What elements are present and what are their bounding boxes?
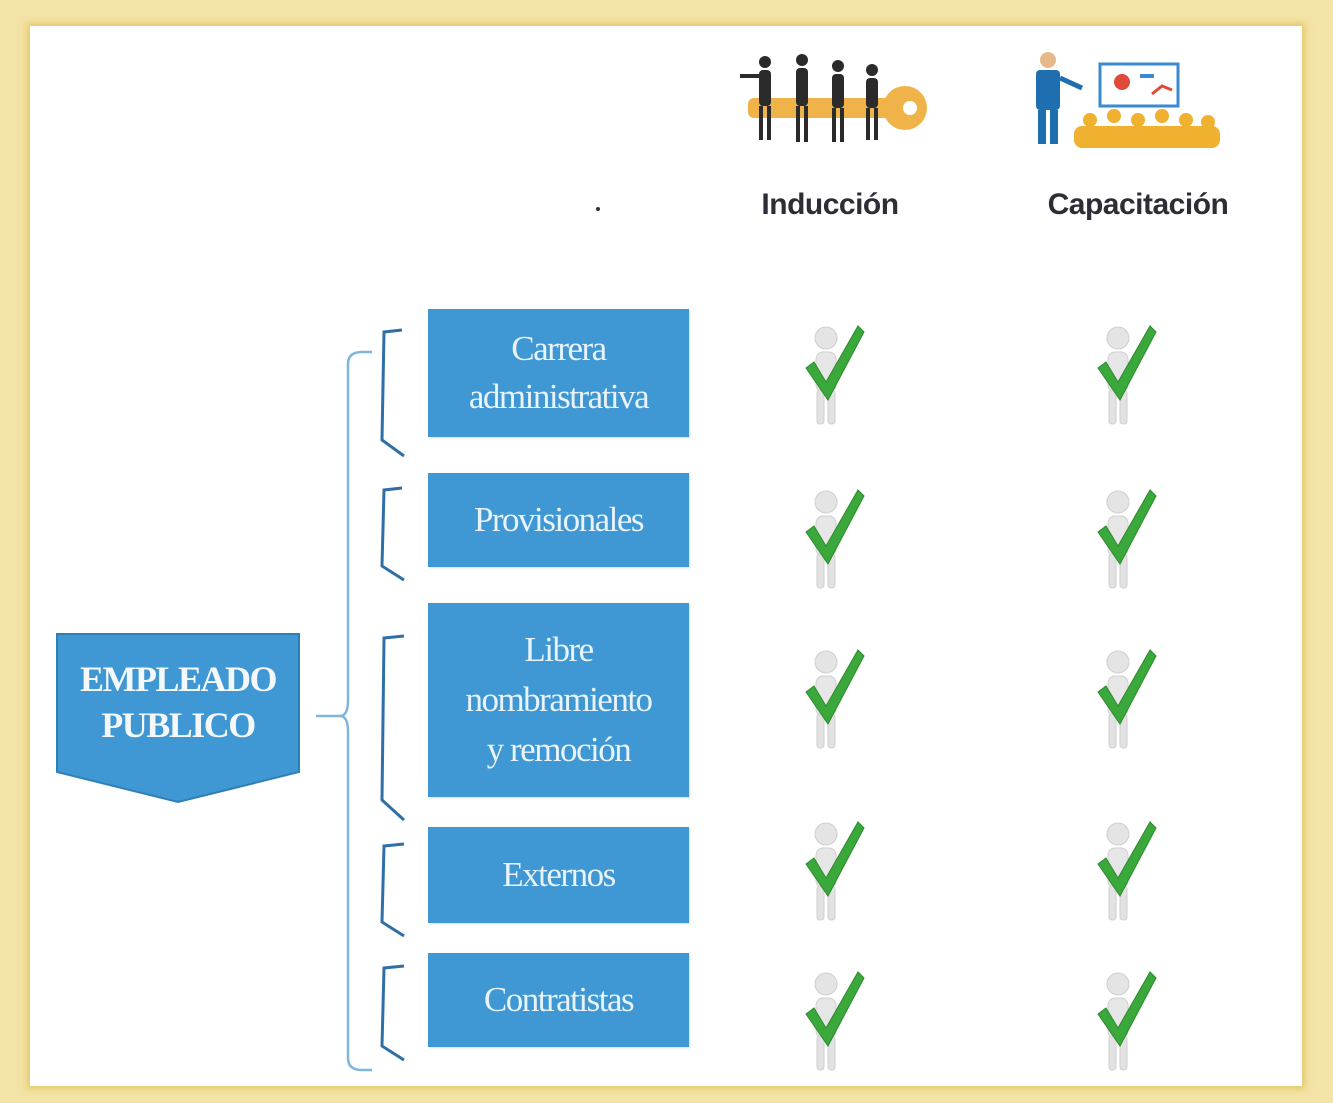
category-contratistas: Contratistas [428,953,689,1047]
check-figure-icon [805,325,865,425]
outer-bracket-top [316,350,372,718]
root-shape [56,633,300,804]
category-label: Externos [502,855,616,894]
check-figure-icon [805,821,865,921]
stray-dot [596,207,600,211]
presentation-audience-icon [1036,52,1220,148]
category-carrera-administrativa: Carrera administrativa [428,309,689,437]
bracket-contratistas [380,964,405,1062]
check-figure-icon [1097,971,1157,1071]
column-header-capacitacion: Capacitación [1047,188,1229,221]
check-figure-icon [1097,649,1157,749]
category-libre-nombramiento: Libre nombramiento y remoción [428,603,689,797]
bracket-externos [380,842,405,938]
check-figure-icon [1097,489,1157,589]
bracket-carrera [380,328,405,458]
outer-bracket-bottom [339,714,372,1072]
check-figure-icon [805,649,865,749]
category-externos: Externos [428,827,689,923]
category-provisionales: Provisionales [428,473,689,567]
category-label: Carrera administrativa [468,329,650,416]
bracket-provisionales [380,486,405,582]
check-figure-icon [805,971,865,1071]
check-figure-icon [805,489,865,589]
bracket-libre [380,634,406,822]
team-key-icon [740,54,927,142]
category-label: Libre nombramiento y remoción [465,630,653,769]
check-figure-icon [1097,821,1157,921]
category-label: Contratistas [483,980,635,1019]
check-figure-icon [1097,325,1157,425]
root-label: EMPLEADO PUBLICO [79,659,278,745]
category-label: Provisionales [473,500,645,539]
column-header-induccion: Inducción [761,188,899,221]
